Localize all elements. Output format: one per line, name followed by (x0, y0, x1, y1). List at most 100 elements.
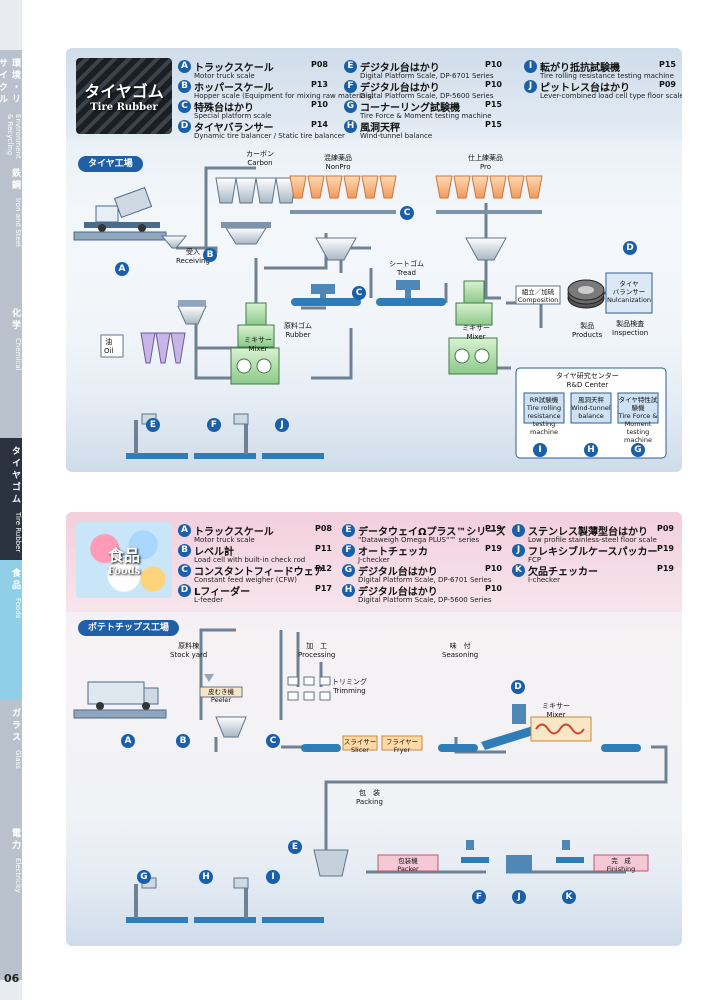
mixer-label: ミキサー Mixer (542, 702, 570, 719)
orange-hopper (435, 175, 453, 199)
side-tab-en: Glass (14, 750, 22, 769)
legend-badge: J (512, 544, 525, 557)
balancer-label: タイヤ バランサー Nulcanization (606, 280, 652, 304)
legend-badge: F (342, 544, 355, 557)
legend-sub: J-checker (358, 556, 390, 564)
legend-name: 欠品チェッカー (528, 567, 598, 578)
legend-page: P14 (311, 120, 328, 129)
nonpro-hoppers-icon (289, 175, 397, 214)
legend-page: P09 (659, 80, 676, 89)
marker-A: A (115, 262, 129, 276)
legend-sub: Low profile stainless-steel floor scale (528, 536, 657, 544)
orange-hopper (343, 175, 361, 199)
carbon-hoppers-icon (215, 177, 297, 245)
legend-badge: B (178, 544, 191, 557)
legend-name: デジタル台はかり (360, 63, 440, 74)
oil-tank-icon (177, 300, 207, 325)
composition-label: 組立／加硫 Composition (517, 288, 559, 304)
tread-conveyor-icon (376, 280, 446, 306)
marker-J: J (512, 890, 526, 904)
tire-hero-subtitle: Tire Rubber (90, 102, 158, 113)
marker-I: I (266, 870, 280, 884)
char-label: タイヤ特性試験機 Tire Force & Moment testing mac… (618, 396, 658, 444)
packing-label: 包 装 Packing (356, 789, 383, 806)
marker-J: J (275, 418, 289, 432)
marker-B: B (176, 734, 190, 748)
inspection-label: 製品検査 Inspection (612, 320, 649, 337)
mixer-right-label: ミキサー Mixer (462, 324, 490, 341)
composition-box (515, 285, 561, 305)
marker-D: D (511, 680, 525, 694)
legend-page: P10 (485, 80, 502, 89)
legend-sub: Tire Force & Moment testing machine (360, 112, 492, 120)
legend-badge: H (344, 120, 357, 133)
peeler-icon (199, 674, 247, 738)
legend-page: P08 (311, 60, 328, 69)
legend-name: デジタル台はかり (358, 567, 438, 578)
peeler-label: 皮むき機 Peeler (208, 688, 234, 704)
legend-badge: A (178, 60, 191, 73)
legend-page: P10 (311, 100, 328, 109)
side-tab-jp: 化学 (10, 308, 20, 332)
legend-name: 特殊台はかり (194, 103, 254, 114)
marker-F: F (207, 418, 221, 432)
legend-name: ホッパースケール (194, 83, 274, 94)
orange-hopper (289, 175, 307, 199)
mixer-right-icon (448, 280, 498, 375)
legend-name: コーナーリング試験機 (360, 103, 460, 114)
legend-badge: D (178, 584, 191, 597)
legend-sub: Digital Platform Scale, DP-6701 Series (358, 576, 492, 584)
side-tab-jp: 鉄鋼 (10, 168, 20, 192)
finishing-label: 完 成 Finishing (606, 857, 636, 873)
carbon-label: カーボン Carbon (246, 150, 274, 167)
tire-process-diagram (66, 166, 682, 472)
legend-name: ステンレス製薄型台はかり (528, 527, 648, 538)
force-moment-box (617, 392, 659, 424)
legend-badge: C (178, 564, 191, 577)
orange-hopper (453, 175, 471, 199)
legend-name: データウェイΩプラス™シリーズ (358, 527, 506, 538)
orange-hopper (361, 175, 379, 199)
marker-B: B (203, 248, 217, 262)
legend-sub: Dynamic tire balancer / Static tire bala… (194, 132, 345, 140)
legend-badge: J (524, 80, 537, 93)
marker-I: I (533, 443, 547, 457)
legend-sub: Hopper scale (Equipment for mixing raw m… (194, 92, 374, 100)
tread-label: シートゴム Tread (389, 260, 424, 277)
legend-page: P19 (657, 564, 674, 573)
legend-sub: Wind-tunnel balance (360, 132, 433, 140)
legend-sub: Digital Platform Scale, DP-5600 Series (360, 92, 494, 100)
orange-hopper (525, 175, 543, 199)
oil-label: 油 Oil (104, 338, 114, 355)
legend-name: Lフィーダー (194, 587, 251, 598)
legend-name: トラックスケール (194, 527, 274, 538)
side-tab-en: Chemical (14, 338, 22, 371)
side-tab-jp: 電力 (10, 828, 20, 852)
tire-hero-title: タイヤゴム (84, 82, 164, 101)
legend-badge: C (178, 100, 191, 113)
legend-page: P19 (657, 544, 674, 553)
marker-H: H (584, 443, 598, 457)
pro-label: 仕上練薬品 Pro (468, 154, 503, 171)
rubber-label: 原料ゴム Rubber (284, 322, 312, 339)
marker-K: K (562, 890, 576, 904)
legend-page: P15 (485, 120, 502, 129)
stock-label: 原料棟 Stock yard (170, 642, 208, 659)
legend-page: P10 (485, 584, 502, 593)
